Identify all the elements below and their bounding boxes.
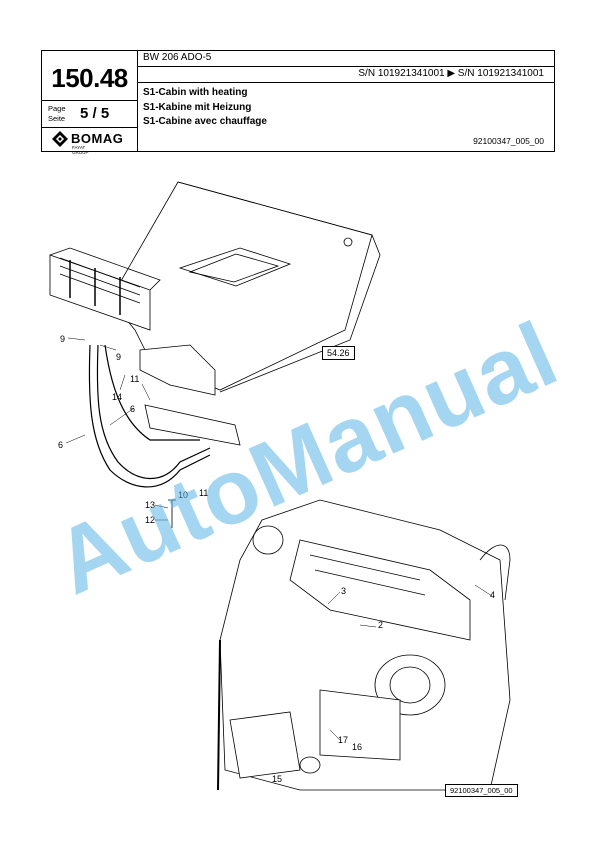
divider bbox=[42, 127, 137, 128]
callout: 6 bbox=[58, 440, 64, 450]
reference-box: 54.26 bbox=[322, 346, 355, 360]
divider bbox=[42, 100, 137, 101]
page-label: Page bbox=[48, 104, 66, 113]
divider bbox=[137, 82, 555, 83]
leader-lines bbox=[65, 337, 493, 741]
divider bbox=[137, 66, 555, 67]
title-fr: S1-Cabine avec chauffage bbox=[143, 116, 267, 127]
valve-block bbox=[144, 404, 241, 446]
page-number: 150.48 bbox=[51, 63, 128, 93]
callout: 14 bbox=[112, 392, 123, 402]
hoses bbox=[88, 344, 211, 488]
serial-range: S/N 101921341001 ▶ S/N 101921341001 bbox=[358, 68, 544, 79]
engine bbox=[217, 499, 511, 791]
model-name: BW 206 ADO-5 bbox=[143, 52, 212, 63]
page-of: 5 / 5 bbox=[80, 105, 110, 122]
callout: 4 bbox=[490, 590, 496, 600]
parts-diagram bbox=[49, 181, 511, 791]
figure-id: 92100347_005_00 bbox=[445, 784, 518, 797]
divider bbox=[137, 51, 138, 151]
heater-unit bbox=[49, 247, 161, 331]
callout: 9 bbox=[116, 352, 122, 362]
title-en: S1-Cabin with heating bbox=[143, 87, 248, 98]
callout: 16 bbox=[352, 742, 363, 752]
logo-subtext: FAYAT GROUP bbox=[72, 145, 89, 155]
callout: 15 bbox=[272, 774, 283, 784]
callout: 11 bbox=[130, 374, 140, 384]
callout: 17 bbox=[338, 735, 349, 745]
callout: 2 bbox=[378, 620, 384, 630]
callout: 13 bbox=[145, 500, 156, 510]
callout: 12 bbox=[145, 515, 156, 525]
callout: 11 bbox=[199, 488, 209, 498]
bracket bbox=[139, 344, 216, 396]
cabin-floor bbox=[109, 181, 381, 393]
doc-number: 92100347_005_00 bbox=[473, 136, 544, 146]
header-box: 150.48 Page Seite 5 / 5 BOMAG FAYAT GROU… bbox=[41, 50, 555, 155]
logo-diamond-icon bbox=[52, 131, 68, 147]
callout: 6 bbox=[130, 404, 136, 414]
callout: 9 bbox=[60, 334, 66, 344]
seite-label: Seite bbox=[48, 114, 66, 123]
bolt bbox=[168, 499, 176, 528]
title-de: S1-Kabine mit Heizung bbox=[143, 102, 252, 113]
logo-text: BOMAG bbox=[71, 131, 124, 146]
bomag-logo: BOMAG FAYAT GROUP bbox=[52, 131, 123, 155]
callout: 10 bbox=[178, 490, 189, 500]
callout: 3 bbox=[341, 586, 347, 596]
